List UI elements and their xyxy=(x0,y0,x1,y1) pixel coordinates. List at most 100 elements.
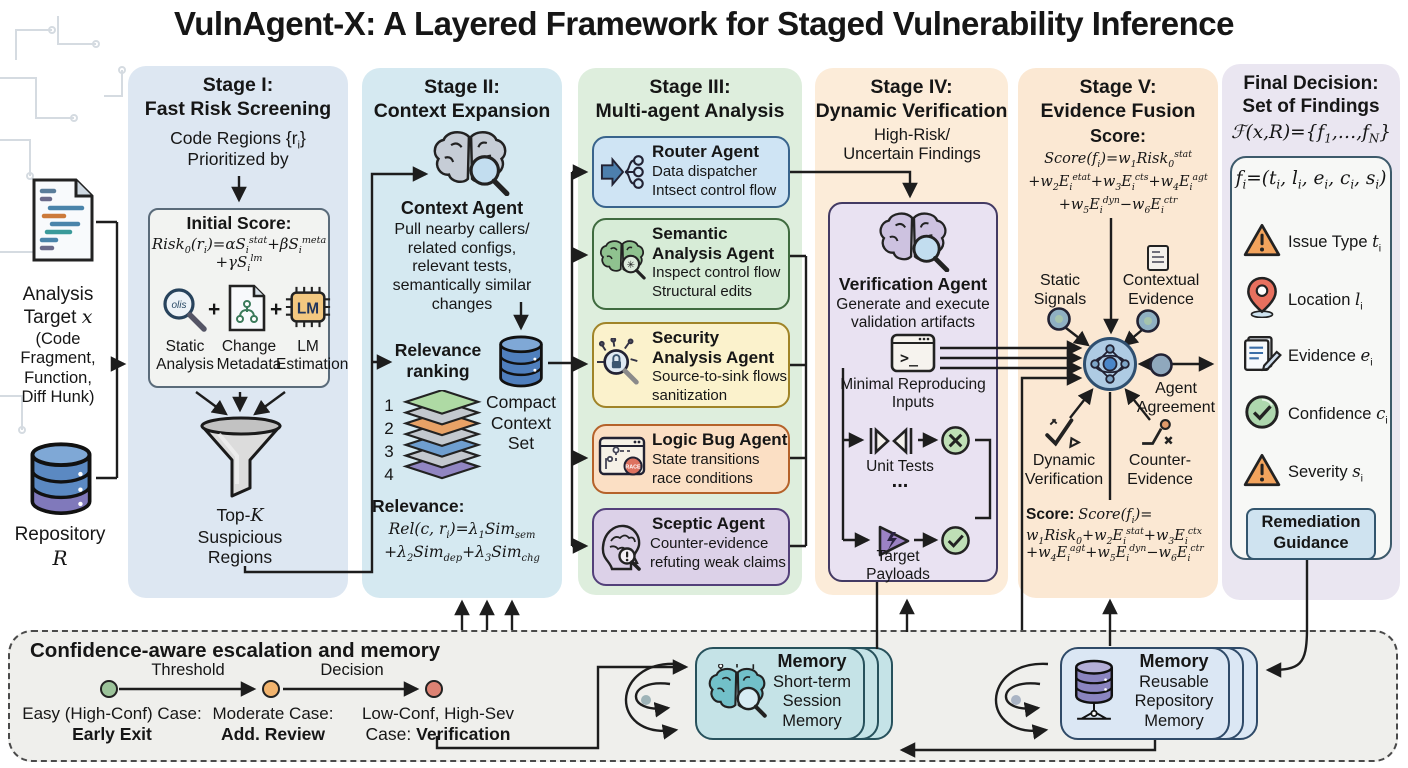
counter-evidence-icon xyxy=(1142,419,1173,445)
target-payload-icon xyxy=(878,525,910,557)
agent-agreement-node xyxy=(1149,353,1173,377)
svg-text:LM: LM xyxy=(297,301,319,318)
verification-brain-icon xyxy=(879,212,950,272)
stage2-title: Stage II:Context Expansion xyxy=(373,76,551,122)
context-agent-name: Context Agent xyxy=(400,198,524,218)
pass-check-icon xyxy=(941,526,970,555)
initial-score-formula: Risk0(ri)=αSistat+βSimeta+γSilm xyxy=(151,235,327,274)
location-pin-icon xyxy=(1247,276,1277,318)
relevance-formula-label: Relevance: xyxy=(372,496,465,516)
score-label: Score: xyxy=(1089,126,1147,146)
sceptic-head-icon xyxy=(601,524,641,571)
final-title: Final Decision:Set of Findings xyxy=(1242,73,1380,118)
easy-case-dot xyxy=(100,680,118,698)
lowconf-case-label: Low-Conf, High-Sev Case: Verification xyxy=(361,704,515,745)
counter-evidence-label: Counter-Evidence xyxy=(1127,452,1193,488)
stage1-title: Stage I:Fast Risk Screening xyxy=(144,74,332,120)
relevance-formula: Rel(c, ri)=λ1Simsem+λ2Simdep+λ3Simchg xyxy=(384,520,540,565)
page-title: VulnAgent-X: A Layered Framework for Sta… xyxy=(173,5,1235,42)
plus-sign: + xyxy=(270,298,283,321)
plus-sign: + xyxy=(208,298,221,321)
terminal-icon: >_ xyxy=(890,333,936,373)
final-score-formula: Score: Score(fi)= w1Risk0+w2Eistat+w3Eic… xyxy=(1026,506,1204,565)
semantic-brain-icon: ✳ xyxy=(600,240,646,280)
location-label: Location li xyxy=(1288,290,1363,313)
unit-tests-label: Unit Tests xyxy=(866,458,934,475)
compact-context-database-icon xyxy=(499,335,543,388)
issue-type-label: Issue Type ti xyxy=(1288,232,1382,255)
lm-chip-icon: LM xyxy=(285,286,331,328)
memory1-box xyxy=(695,647,865,740)
fusion-score-formula: Score(fi)=w1Risk0stat +w2Eietat+w3Eicts+… xyxy=(1028,149,1208,217)
svg-text:>_: >_ xyxy=(900,349,919,367)
context-agent-brain-icon xyxy=(433,131,510,196)
analysis-target-subtext: (Code Fragment, Function, Diff Hunk) xyxy=(20,330,96,407)
router-agent-name: Router Agent xyxy=(652,142,760,161)
finding-tuple-formula: fi=(ti, li, ei, ci, si) xyxy=(1235,168,1387,192)
stage5-title: Stage V:Evidence Fusion xyxy=(1040,76,1196,122)
repository-database-icon xyxy=(30,442,92,515)
security-agent-name: Security Analysis Agent xyxy=(652,328,775,367)
semantic-agent-name: Semantic Analysis Agent xyxy=(652,224,775,263)
topk-label: Top-K Suspicious Regions xyxy=(197,505,283,568)
code-file-icon xyxy=(32,178,94,262)
severity-warning-icon xyxy=(1243,453,1281,487)
high-risk-label: High-Risk/Uncertain Findings xyxy=(843,126,981,164)
logic-agent-box xyxy=(592,424,790,494)
moderate-case-label: Moderate Case: Add. Review xyxy=(212,704,334,745)
fusion-hub-icon xyxy=(1083,337,1137,391)
logic-agent-name: Logic Bug Agent xyxy=(652,430,788,449)
svg-text:✳: ✳ xyxy=(627,260,635,271)
security-magnifier-icon xyxy=(597,338,639,385)
change-metadata-icon xyxy=(228,284,266,332)
confidence-check-icon xyxy=(1245,395,1279,429)
stage3-title: Stage III:Multi-agent Analysis xyxy=(595,76,785,122)
lowconf-case-dot xyxy=(425,680,443,698)
context-agent-desc: Pull nearby callers/related configs,rele… xyxy=(392,221,532,313)
stage1-intro: Code Regions {ri}Prioritized by xyxy=(170,128,306,169)
svg-text:olis: olis xyxy=(171,300,186,311)
stage4-title: Stage IV:Dynamic Verification xyxy=(815,76,1008,122)
ellipsis-label: ... xyxy=(891,470,909,492)
decision-label: Decision xyxy=(320,661,384,679)
router-icon xyxy=(600,155,644,189)
repository-memory-label: Memory Reusable Repository Memory xyxy=(1134,651,1214,731)
verification-agent-box xyxy=(828,202,998,582)
repository-label: Repository R xyxy=(14,524,106,570)
analysis-target-label: Analysis Target x xyxy=(22,284,94,329)
confidence-label: Confidence ci xyxy=(1288,404,1388,427)
evidence-label: Evidence ei xyxy=(1288,346,1373,369)
moderate-case-dot xyxy=(262,680,280,698)
svg-text:RACE: RACE xyxy=(625,465,641,471)
warning-triangle-icon xyxy=(1243,223,1281,257)
remediation-box xyxy=(1246,508,1376,560)
session-memory-label: Memory Short-term Session Memory xyxy=(773,651,851,731)
contextual-evidence-doc-icon xyxy=(1147,245,1169,271)
static-signal-node xyxy=(1047,307,1071,331)
escalation-title: Confidence-aware escalation and memory xyxy=(30,639,441,662)
static-analysis-magnifier-icon: olis xyxy=(163,288,207,332)
session-memory-brain-icon xyxy=(708,664,767,718)
findings-set-formula: ℱ(x,R)={f1,…,fN} xyxy=(1230,122,1392,146)
initial-score-title: Initial Score: xyxy=(186,213,292,233)
contextual-evidence-node xyxy=(1136,309,1160,333)
sceptic-agent-name: Sceptic Agent xyxy=(652,514,765,533)
fail-x-icon xyxy=(941,426,970,455)
logic-bug-icon: RACE xyxy=(598,436,646,476)
